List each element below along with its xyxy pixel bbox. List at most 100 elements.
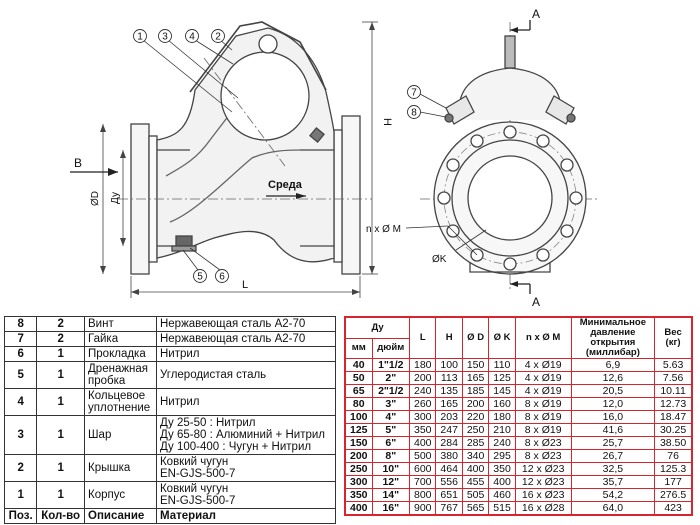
dims-cell: 284: [435, 436, 463, 450]
parts-cell-material: Нержавеющая сталь A2-70: [155, 316, 337, 332]
callout-4: 4: [189, 32, 195, 43]
pressure-line: (миллибар): [585, 347, 640, 358]
parts-cell-pos: 3: [3, 415, 38, 455]
dims-cell: 423: [654, 501, 693, 516]
dims-cell: 250: [344, 462, 373, 476]
dims-cell: 12,6: [570, 371, 656, 385]
dims-cell: 113: [435, 371, 463, 385]
dim-l-label: L: [242, 279, 248, 291]
callout-8: 8: [411, 108, 417, 119]
dims-cell: 30.25: [654, 423, 693, 437]
dims-cell: 2": [371, 371, 411, 385]
dims-cell: 6,9: [570, 358, 656, 372]
dims-cell: 54,2: [570, 488, 656, 502]
dims-cell: 20,5: [570, 384, 656, 398]
dims-cell: 8 x Ø19: [514, 397, 572, 411]
pressure-line: давление: [590, 327, 636, 338]
valve-front-view: [433, 35, 587, 275]
dims-cell: 300: [344, 475, 373, 489]
parts-cell-pos: 2: [3, 454, 38, 482]
dims-cell: 18.47: [654, 410, 693, 424]
dims-cell: 165: [461, 371, 490, 385]
weight-line: Вес: [664, 327, 682, 338]
parts-desc-line: Корпус: [88, 489, 126, 501]
dims-header-h: H: [435, 316, 463, 359]
dims-cell: 260: [409, 397, 437, 411]
parts-cell-qty: 1: [36, 415, 86, 455]
dims-cell: 16 x Ø23: [514, 488, 572, 502]
dims-cell: 400: [409, 436, 437, 450]
view-b-label: B: [74, 156, 82, 170]
dims-cell: 180: [409, 358, 437, 372]
dims-cell: 100: [344, 410, 373, 424]
flow-label: Среда: [268, 179, 303, 191]
dims-cell: 600: [409, 462, 437, 476]
parts-cell-material: Нитрил: [155, 388, 337, 416]
dims-cell: 125: [488, 371, 516, 385]
parts-header-qty: Кол-во: [36, 508, 86, 524]
section-a-bottom-label: A: [532, 295, 540, 309]
dims-header-pressure: Минимальное давление открытия (миллибар): [570, 316, 656, 359]
parts-cell-pos: 6: [3, 346, 38, 362]
dims-cell: 150: [344, 436, 373, 450]
dims-cell: 32,5: [570, 462, 656, 476]
dims-cell: 12.73: [654, 397, 693, 411]
dims-cell: 125: [344, 423, 373, 437]
callout-3: 3: [162, 32, 168, 43]
dims-cell: 350: [488, 462, 516, 476]
dim-bolts-label: n x Ø M: [366, 224, 401, 235]
dims-cell: 160: [488, 397, 516, 411]
dims-cell: 8": [371, 449, 411, 463]
parts-cell-desc: Корпус: [84, 481, 157, 509]
parts-desc-line: уплотнение: [88, 402, 151, 414]
dims-cell: 185: [461, 384, 490, 398]
parts-material-line: EN-GJS-500-7: [159, 468, 236, 480]
dims-cell: 26,7: [570, 449, 656, 463]
callout-6: 6: [219, 272, 225, 283]
dims-cell: 3": [371, 397, 411, 411]
parts-cell-pos: 5: [3, 361, 38, 389]
dims-cell: 350: [409, 423, 437, 437]
dims-cell: 7.56: [654, 371, 693, 385]
dims-cell: 276.5: [654, 488, 693, 502]
dims-cell: 300: [409, 410, 437, 424]
dims-cell: 285: [461, 436, 490, 450]
dim-h-label: H: [381, 118, 393, 126]
parts-cell-desc: Винт: [84, 316, 157, 332]
dims-cell: 240: [488, 436, 516, 450]
dims-header-inch: дюйм: [371, 337, 411, 360]
valve-drawing: 1 3 4 2 5 6 7 8 B A A Среда H L ØD Ду n …: [70, 7, 600, 309]
dims-cell: 505: [461, 488, 490, 502]
callout-2: 2: [215, 32, 221, 43]
dims-cell: 4 x Ø19: [514, 371, 572, 385]
parts-cell-pos: 1: [3, 481, 38, 509]
parts-desc-line: Дренажная: [88, 363, 149, 375]
parts-cell-material: Нержавеющая сталь A2-70: [155, 331, 337, 347]
dims-cell: 80: [344, 397, 373, 411]
dims-cell: 460: [488, 488, 516, 502]
parts-cell-qty: 1: [36, 346, 86, 362]
parts-cell-qty: 1: [36, 388, 86, 416]
dims-header-l: L: [409, 316, 437, 359]
pressure-line: Минимальное: [579, 317, 646, 328]
dims-cell: 247: [435, 423, 463, 437]
dims-cell: 10": [371, 462, 411, 476]
dims-cell: 177: [654, 475, 693, 489]
dims-cell: 700: [409, 475, 437, 489]
dims-cell: 12,0: [570, 397, 656, 411]
dims-header-weight: Вес (кг): [654, 316, 693, 359]
dims-cell: 500: [409, 449, 437, 463]
valve-side-view: [130, 21, 361, 275]
parts-header-desc: Описание: [84, 508, 157, 524]
